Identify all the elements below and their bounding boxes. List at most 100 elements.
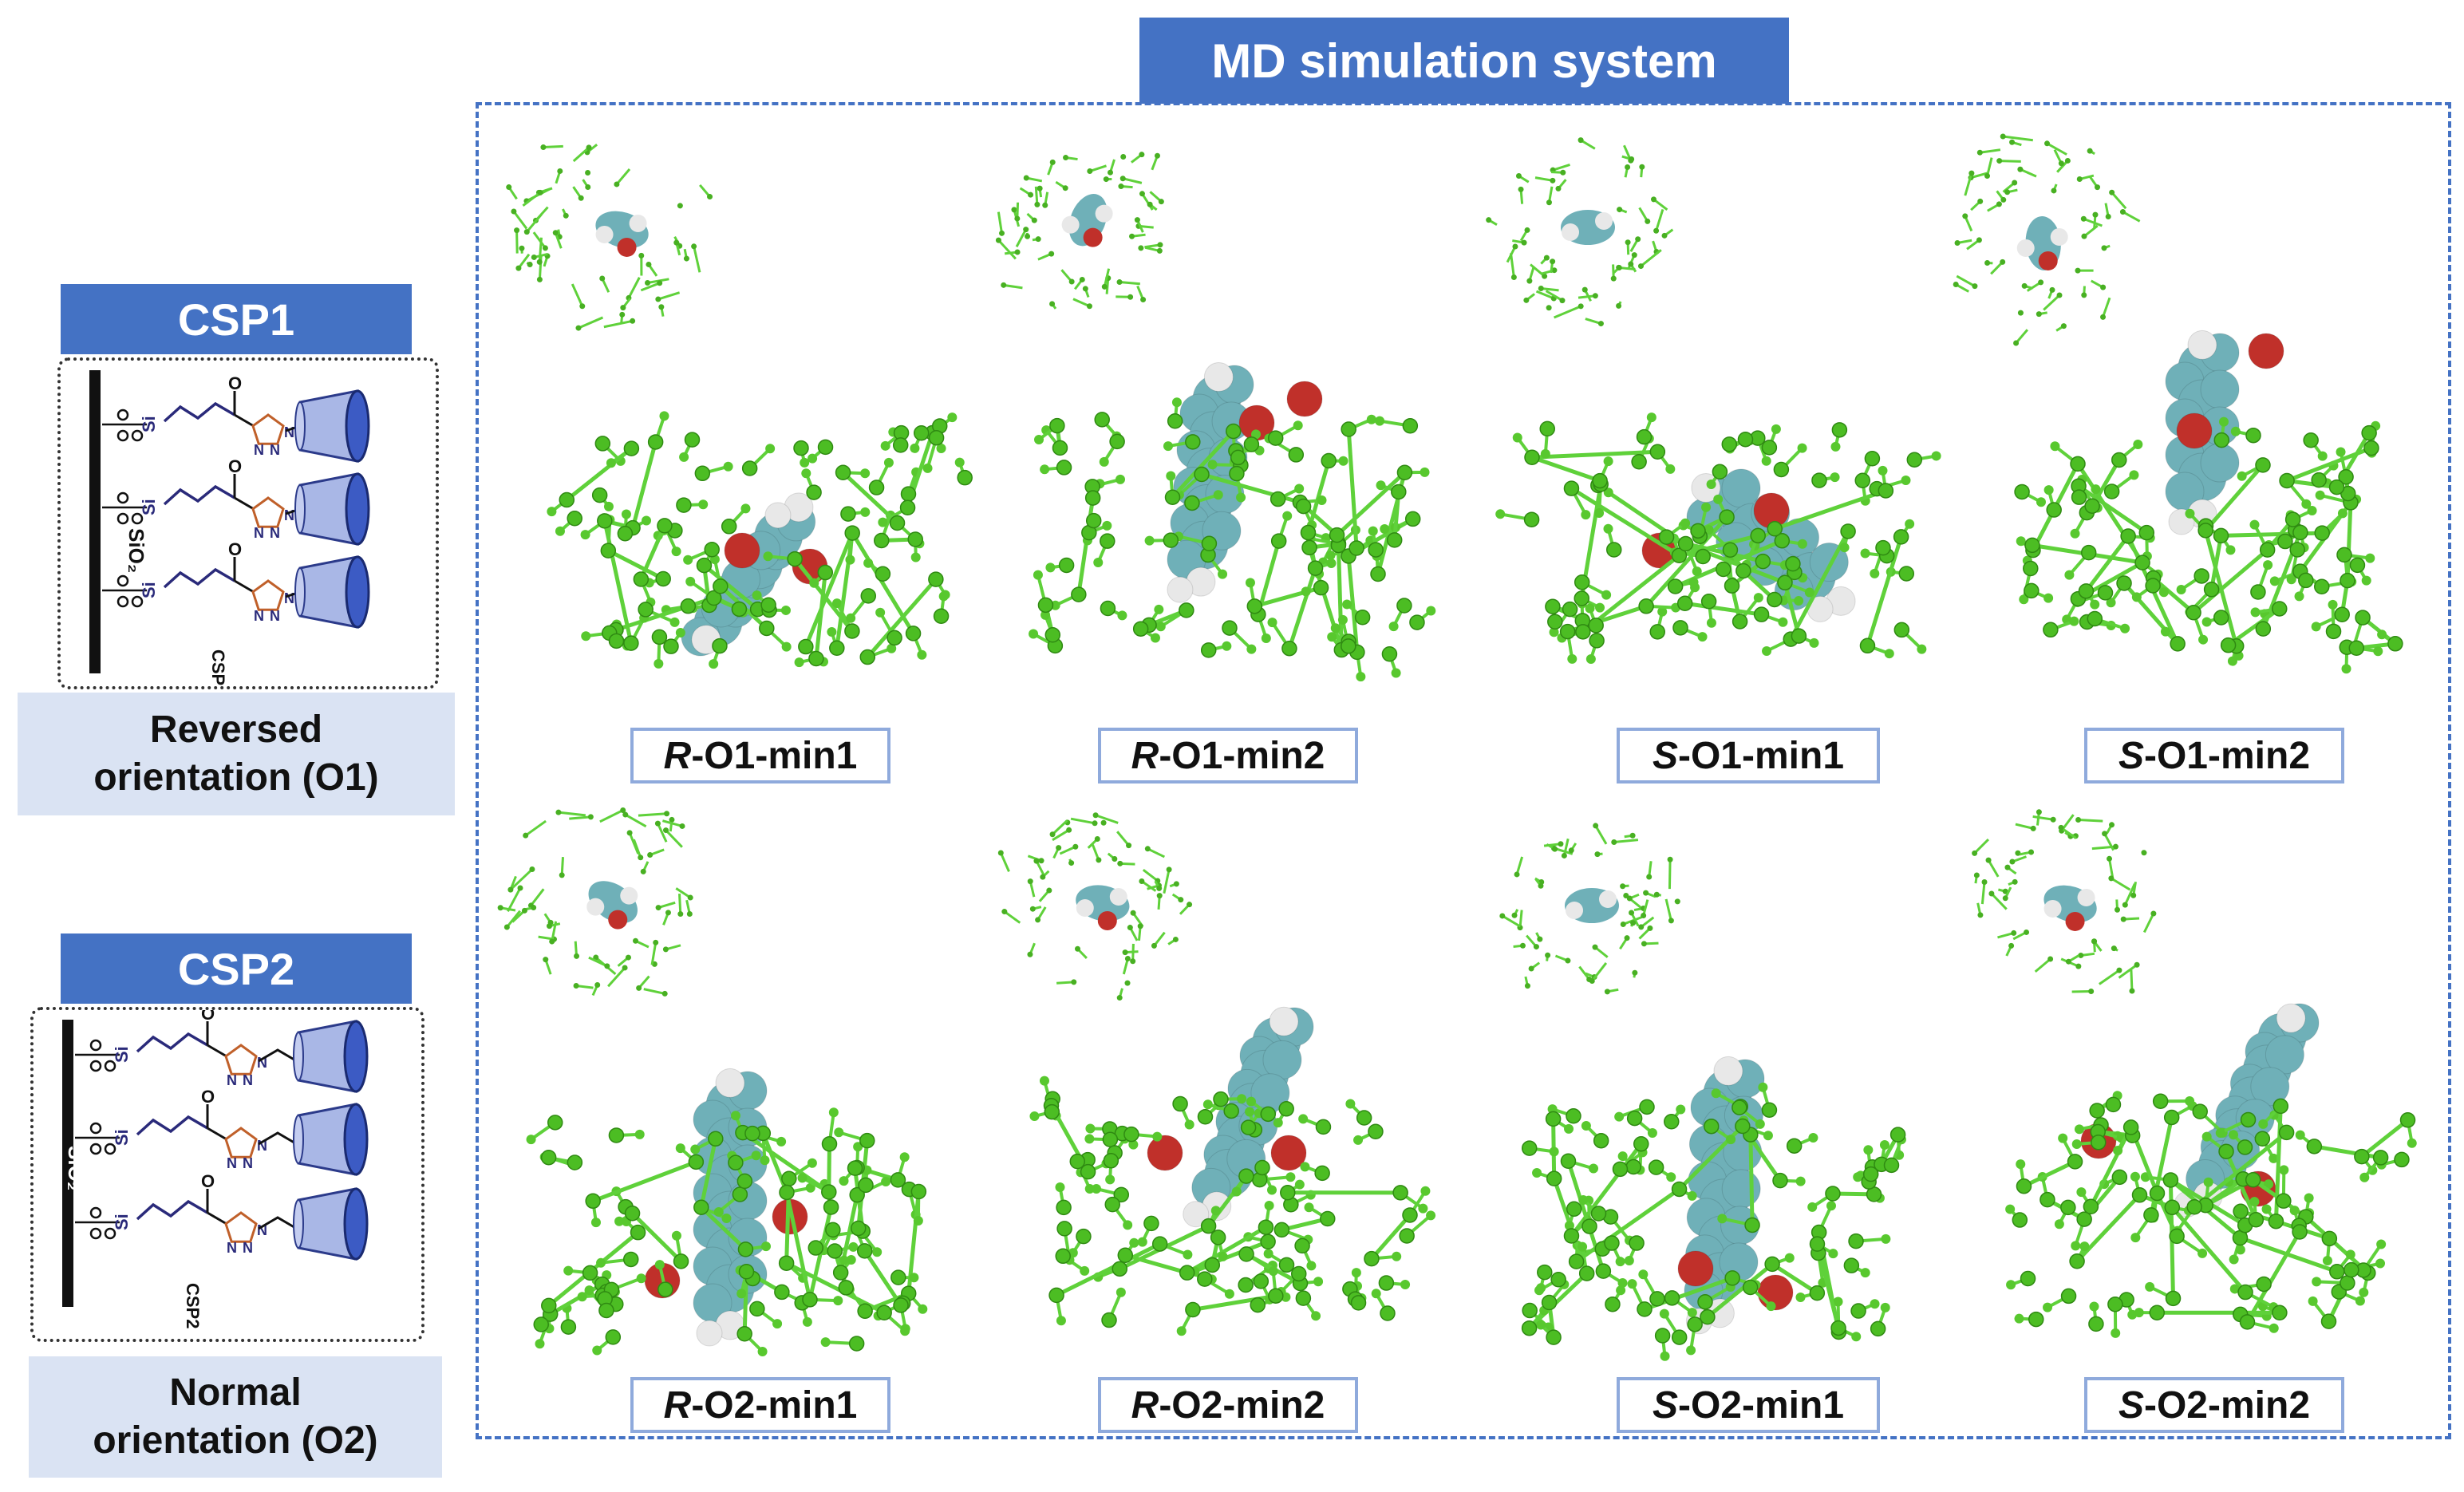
cyclodextrin-atom <box>1049 417 1065 434</box>
cyclodextrin-bond <box>624 813 647 828</box>
cyclodextrin-atom <box>675 627 685 637</box>
cyclodextrin-atom <box>1404 511 1421 527</box>
silanol-oxygen <box>116 574 129 587</box>
cyclodextrin-atom <box>1592 293 1598 299</box>
cyclodextrin-atom <box>1549 1147 1559 1157</box>
cyclodextrin-atom <box>1084 1184 1095 1194</box>
cyclodextrin-atom <box>757 1346 768 1356</box>
cyclodextrin-atom <box>1830 441 1841 452</box>
cyclodextrin-bond <box>1664 898 1672 922</box>
cyclodextrin-atom <box>1056 1199 1072 1216</box>
cyclodextrin-atom <box>1218 1251 1228 1261</box>
guest-oxygen <box>2176 412 2213 449</box>
cyclodextrin-atom <box>1809 1236 1826 1252</box>
cyclodextrin-bond <box>665 829 683 848</box>
cyclodextrin-atom <box>1250 1297 1266 1313</box>
cyclodextrin-atom <box>1380 1305 1396 1321</box>
cyclodextrin-atom <box>579 303 586 310</box>
cyclodextrin-atom <box>2070 528 2080 539</box>
cyclodextrin-atom <box>2213 527 2229 544</box>
guest-hydrogen <box>1076 898 1094 917</box>
cyclodextrin-atom <box>2186 605 2201 621</box>
cyclodextrin-atom <box>2341 664 2351 674</box>
guest-oxygen <box>617 237 637 257</box>
cyclodextrin-atom <box>1307 560 1324 576</box>
cyclodextrin-atom <box>2023 560 2039 577</box>
cyclodextrin-bond <box>2046 142 2067 156</box>
cyclodextrin-atom <box>1356 672 1366 682</box>
cyclodextrin-atom <box>2024 537 2040 554</box>
cyclodextrin-bond <box>1116 831 1130 847</box>
cyclodextrin-atom <box>863 558 874 568</box>
cyclodextrin-atom <box>2308 1296 2318 1306</box>
cyclodextrin-atom <box>2109 822 2115 828</box>
cyclodextrin-bond <box>1789 530 1850 641</box>
cyclodextrin-atom <box>638 252 645 259</box>
cyclodextrin-narrow-rim <box>293 1115 304 1164</box>
carbonyl-oxygen-label: O <box>228 456 242 476</box>
cyclodextrin-bond <box>632 839 642 858</box>
guest-hydrogen <box>1061 215 1080 234</box>
cyclodextrin-atom <box>1130 910 1136 916</box>
cyclodextrin-atom <box>780 605 791 615</box>
cyclodextrin-atom <box>1223 1103 1239 1119</box>
cyclodextrin-atom <box>2103 484 2120 499</box>
cyclodextrin-atom <box>537 189 543 195</box>
cyclodextrin-atom <box>1258 1219 1274 1235</box>
cyclodextrin-atom <box>1786 1138 1803 1154</box>
cyclodextrin-atom <box>1524 449 1540 466</box>
cyclodextrin-atom <box>1568 847 1574 854</box>
silanol-oxygen <box>89 1039 102 1052</box>
cyclodextrin-bond <box>1171 429 1235 499</box>
cyclodextrin-atom <box>2301 499 2312 509</box>
cyclodextrin-atom <box>1954 239 1961 246</box>
cyclodextrin-atom <box>800 457 810 468</box>
cyclodextrin-atom <box>614 181 620 187</box>
cyclodextrin-atom <box>899 1152 910 1162</box>
cyclodextrin-atom <box>1264 1200 1274 1210</box>
cyclodextrin-atom <box>1056 460 1072 476</box>
cyclodextrin-atom <box>1117 1247 1134 1264</box>
cyclodextrin-atom <box>2258 1119 2269 1129</box>
cyclodextrin-atom <box>1037 597 1054 614</box>
cyclodextrin-atom <box>1254 1159 1270 1176</box>
cyclodextrin-atom <box>1615 1257 1625 1267</box>
cyclodextrin-atom <box>1246 598 1263 614</box>
cyclodextrin-atom <box>1350 1295 1367 1311</box>
cyclodextrin-bond <box>1640 249 1662 267</box>
cyclodextrin-bond <box>1594 825 1608 845</box>
cyclodextrin-atom <box>2269 1323 2279 1333</box>
cyclodextrin-atom <box>2101 245 2107 251</box>
cyclodextrin-atom <box>2071 489 2087 505</box>
cyclodextrin-atom <box>1636 428 1653 445</box>
cyclodextrin-atom <box>1777 574 1793 591</box>
cyclodextrin-atom <box>2307 505 2317 515</box>
cyclodextrin-atom <box>1831 422 1848 438</box>
cyclodextrin-atom <box>2259 542 2276 558</box>
cyclodextrin-atom <box>2076 1187 2087 1198</box>
triazole-nitrogen-label: N <box>243 1155 253 1171</box>
cyclodextrin-bond <box>2071 990 2091 993</box>
cyclodextrin-atom <box>880 440 890 451</box>
cyclodextrin-atom <box>511 208 517 215</box>
guest-hydrogen <box>1562 223 1579 241</box>
cyclodextrin-atom <box>1692 566 1702 577</box>
cyclodextrin-atom <box>600 543 617 559</box>
silanol-oxygen <box>89 1206 102 1219</box>
cyclodextrin-atom <box>2276 1193 2292 1209</box>
cyclodextrin-bond <box>2111 877 2131 891</box>
cyclodextrin-atom <box>1687 1316 1703 1332</box>
cyclodextrin-atom <box>2088 1316 2104 1332</box>
cyclodextrin-atom <box>1568 1253 1585 1269</box>
cyclodextrin-atom <box>2311 622 2321 632</box>
side-view-complex <box>1029 362 1436 682</box>
silanol-oxygen <box>131 595 144 608</box>
triazole-nitrogen-label: N <box>227 1240 237 1256</box>
guest-oxygen <box>1083 227 1103 247</box>
cyclodextrin-atom <box>2100 314 2107 320</box>
cyclodextrin-atom <box>1236 492 1246 503</box>
cyclodextrin-atom <box>686 911 693 918</box>
cyclodextrin-atom <box>2036 809 2042 815</box>
cyclodextrin-bond <box>1668 859 1672 890</box>
